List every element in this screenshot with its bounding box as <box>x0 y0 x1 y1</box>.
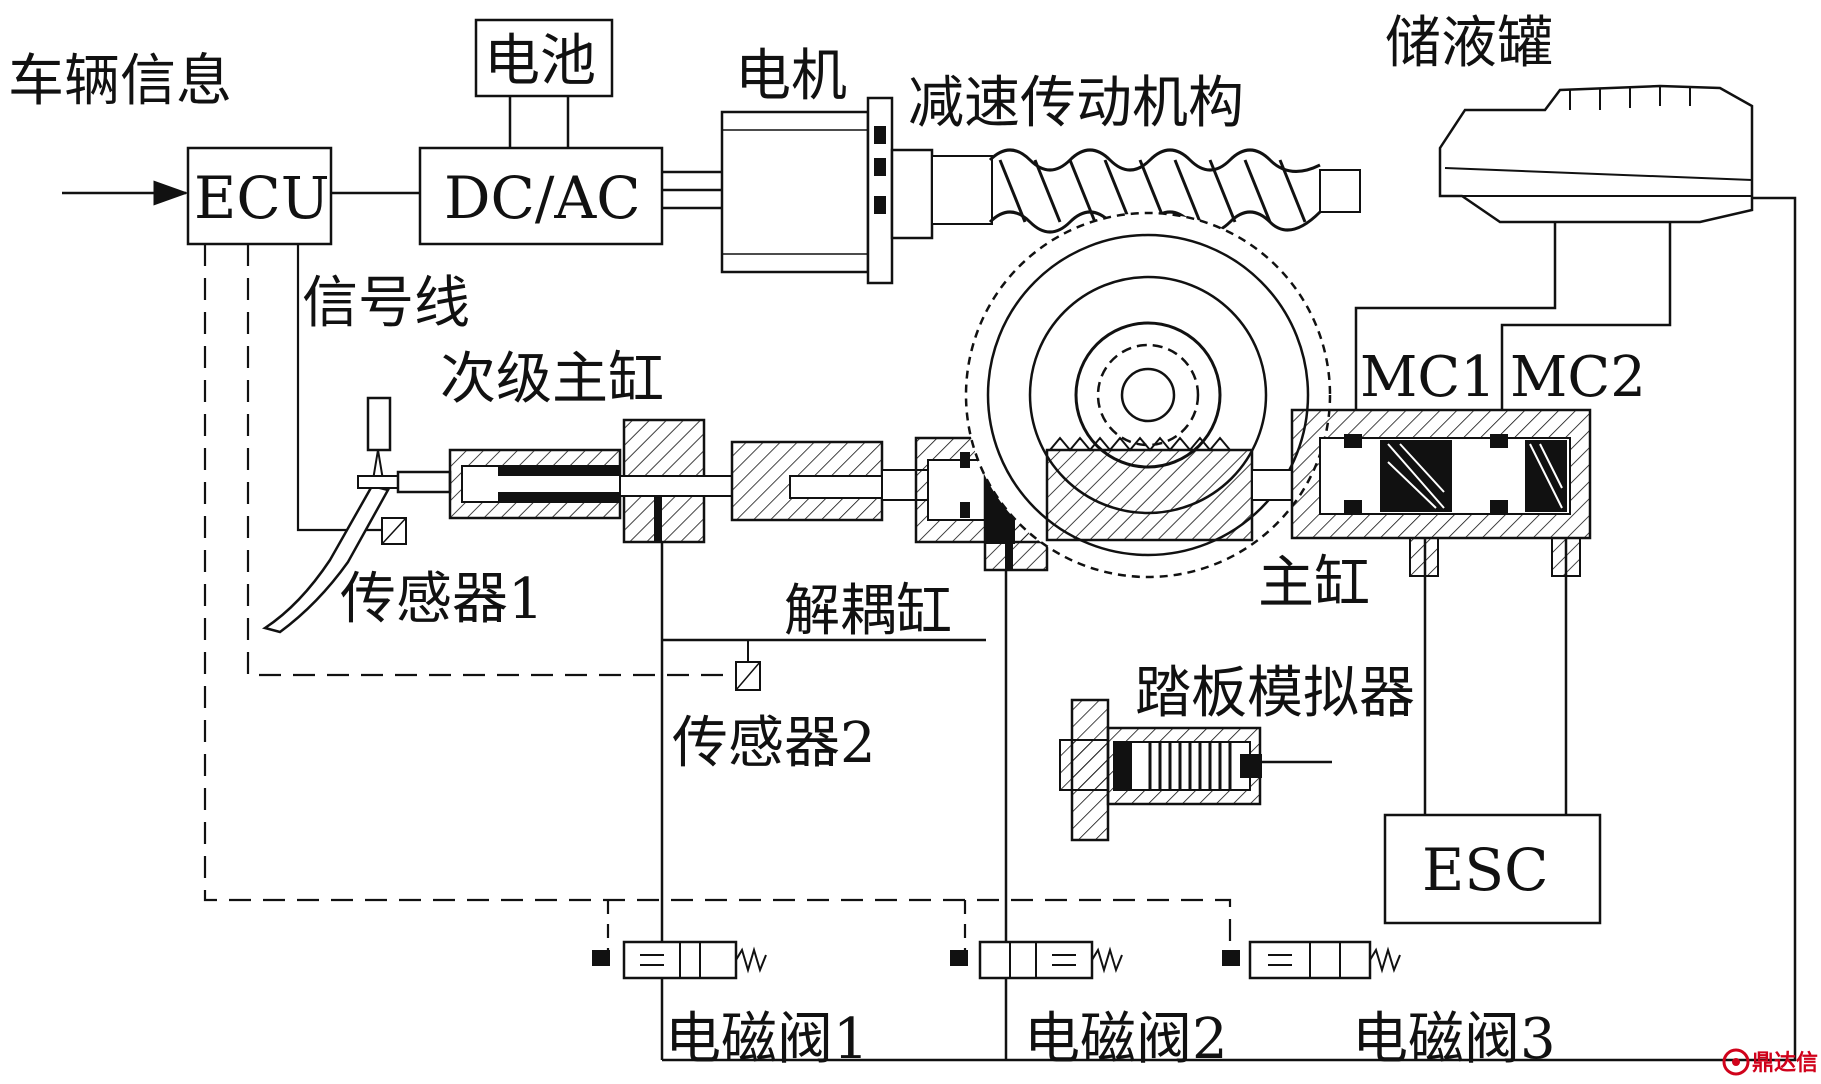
ecu-label: ECU <box>194 164 330 232</box>
pushrod <box>396 470 452 494</box>
watermark-label: 鼎达信 <box>1752 1050 1818 1076</box>
signal-line-label: 信号线 <box>302 271 470 336</box>
mc1-label: MC1 <box>1360 345 1496 410</box>
ecu-sensor2-signal <box>246 244 736 677</box>
valve3-label: 电磁阀3 <box>1352 1007 1556 1072</box>
valve3-symbol-icon <box>1222 940 1401 980</box>
valve1-label: 电磁阀1 <box>665 1007 869 1072</box>
master-cylinder-label: 主缸 <box>1258 551 1370 616</box>
reservoir-label: 储液罐 <box>1385 11 1553 76</box>
vehicle-info-label: 车辆信息 <box>8 49 232 114</box>
sensor2-symbol-icon <box>735 640 761 691</box>
secondary-master-cylinder-icon <box>448 418 733 544</box>
pedal-simulator-icon <box>1059 698 1262 842</box>
esc-box <box>1383 813 1602 925</box>
reducer-label: 减速传动机构 <box>908 71 1244 136</box>
valve2-symbol-icon <box>950 940 1123 980</box>
dingdaxin-logo-icon <box>1722 1048 1750 1076</box>
secondary-master-cylinder-label: 次级主缸 <box>440 347 664 412</box>
sensor1-label: 传感器1 <box>340 567 544 632</box>
sensor2-label: 传感器2 <box>672 711 876 776</box>
reservoir-icon <box>1438 84 1754 224</box>
sensor1-symbol-icon <box>381 517 407 545</box>
valve2-label: 电磁阀2 <box>1024 1007 1228 1072</box>
brake-pedal-icon <box>261 396 399 634</box>
motor-icon <box>720 96 934 285</box>
valve1-symbol-icon <box>592 940 767 980</box>
esc-label: ESC <box>1422 836 1548 904</box>
reservoir-mc-line-1 <box>1354 222 1557 410</box>
reservoir-mc-line-2 <box>1500 222 1672 410</box>
pedal-simulator-label: 踏板模拟器 <box>1135 661 1415 726</box>
return-line <box>662 196 1797 1062</box>
connector-rod-icon <box>730 440 929 522</box>
decoupling-cylinder-label: 解耦缸 <box>784 579 952 644</box>
ecu-valve3-signal <box>203 244 1232 965</box>
master-cylinder-icon <box>1290 408 1592 577</box>
mc2-label: MC2 <box>1510 345 1646 410</box>
rack-icon <box>1045 436 1293 542</box>
motor-label: 电机 <box>735 44 847 109</box>
dcac-box <box>418 146 664 246</box>
battery-box <box>474 18 614 98</box>
battery-label: 电池 <box>484 29 596 94</box>
dcac-label: DC/AC <box>444 164 641 232</box>
